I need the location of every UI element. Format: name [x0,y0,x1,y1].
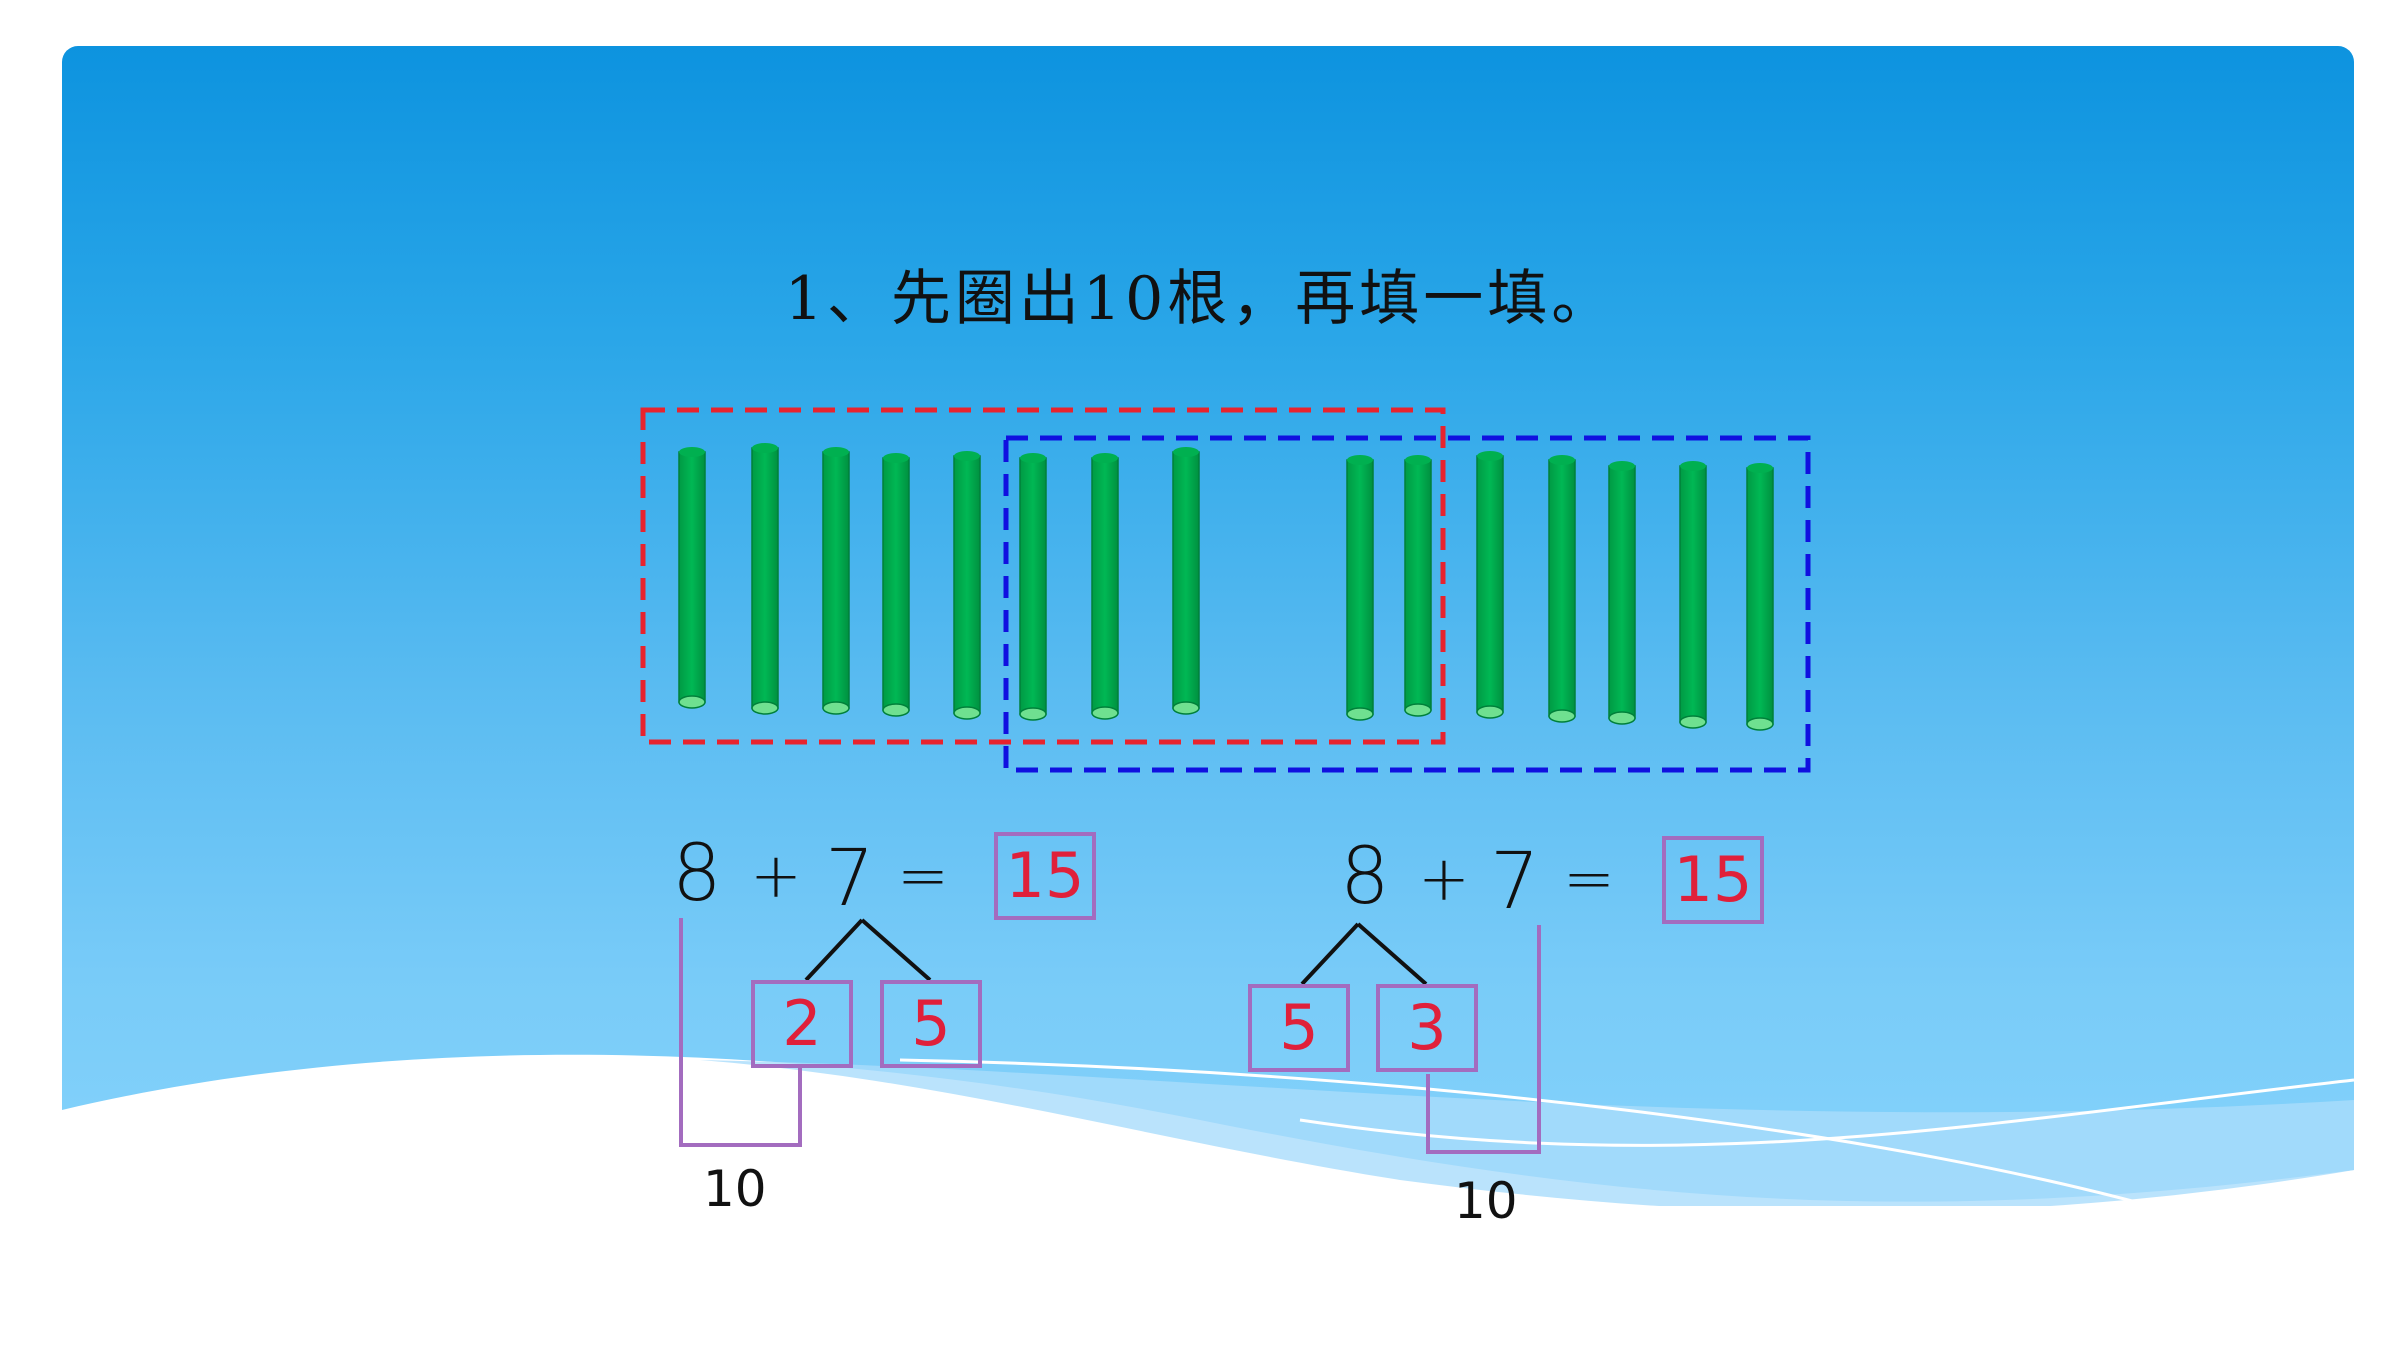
counting-stick-end [953,706,981,720]
counting-stick [1346,459,1374,715]
counting-stick-end [1346,707,1374,721]
right-addend-a: 8 [1340,832,1390,922]
right-equals-sign: = [1563,842,1615,915]
counting-stick-end [751,701,779,715]
counting-stick-top [883,453,909,463]
slide-background [62,46,2354,1206]
counting-stick-end [1746,717,1774,731]
counting-stick [1608,465,1636,719]
counting-stick-top [1609,461,1635,471]
right-addend-b: 7 [1490,837,1540,927]
counting-stick [1476,455,1504,713]
counting-stick-end [1608,711,1636,725]
counting-stick [1404,459,1432,711]
right-split-box-2[interactable]: 3 [1376,984,1478,1072]
counting-stick [1548,459,1576,717]
counting-stick-top [1680,461,1706,471]
counting-stick-top [1173,447,1199,457]
counting-stick-end [882,703,910,717]
counting-stick-top [823,447,849,457]
right-split-box-1[interactable]: 5 [1248,984,1350,1072]
right-plus-sign: + [1418,842,1470,915]
counting-stick-top [679,447,705,457]
counting-stick [1019,457,1047,715]
right-result-box[interactable]: 15 [1662,836,1764,924]
left-split-box-2[interactable]: 5 [880,980,982,1068]
counting-stick [1172,451,1200,709]
left-ten-bracket [679,918,802,1147]
counting-stick-top [954,451,980,461]
counting-stick [882,457,910,711]
counting-stick [1091,457,1119,714]
right-ten-label: 10 [1454,1172,1518,1230]
right-ten-bracket [1426,925,1541,1154]
left-split-box-1[interactable]: 2 [751,980,853,1068]
counting-stick-end [1679,715,1707,729]
counting-stick [822,451,850,709]
page-title: 1、先圈出10根，再填一填。 [784,264,1616,334]
counting-stick-end [678,695,706,709]
left-addend-b: 7 [825,834,875,924]
counting-stick-end [822,701,850,715]
counting-stick-end [1476,705,1504,719]
left-equals-sign: = [897,839,949,912]
counting-stick-end [1548,709,1576,723]
counting-stick [1746,467,1774,725]
counting-stick-end [1091,706,1119,720]
counting-stick-top [1549,455,1575,465]
left-addend-a: 8 [672,829,722,919]
counting-stick-end [1019,707,1047,721]
counting-stick-top [1092,453,1118,463]
left-plus-sign: + [750,839,802,912]
counting-stick-top [1747,463,1773,473]
left-result-box[interactable]: 15 [994,832,1096,920]
counting-stick [1679,465,1707,723]
counting-stick [678,451,706,703]
counting-stick-end [1172,701,1200,715]
counting-stick-top [752,443,778,453]
counting-stick-end [1404,703,1432,717]
counting-stick [751,447,779,709]
counting-stick-top [1347,455,1373,465]
left-ten-label: 10 [703,1160,767,1218]
right-dashed-frame [1003,435,1811,773]
counting-stick [953,455,981,714]
counting-stick-top [1020,453,1046,463]
counting-stick-top [1477,451,1503,461]
left-dashed-frame [640,407,1446,745]
counting-stick-top [1405,455,1431,465]
